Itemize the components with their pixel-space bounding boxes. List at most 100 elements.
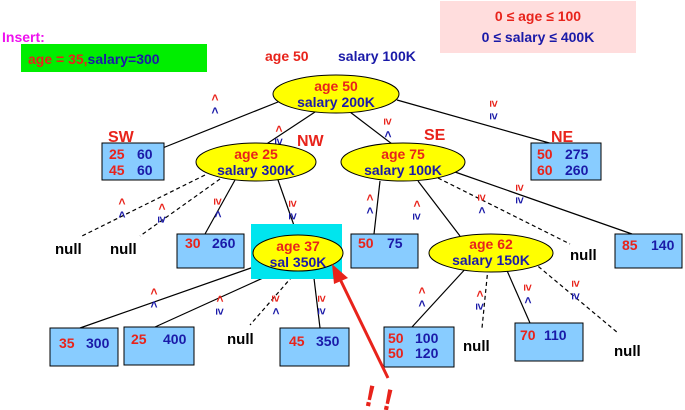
leaf-35-sal: 300 xyxy=(86,335,110,351)
leaf-sw-sal-1: 60 xyxy=(137,146,153,162)
legend-age: age 50 xyxy=(265,48,309,64)
arrow-head xyxy=(332,264,348,284)
edge-root-sw xyxy=(149,99,284,154)
node-se-age: age 75 xyxy=(381,146,425,162)
leaf-45-sal: 350 xyxy=(316,333,340,349)
leaf-35-300: 35 300 xyxy=(49,327,119,367)
cond-n37-l45: ≥≥ xyxy=(315,295,329,315)
null-6: null xyxy=(614,343,641,360)
leaf-85-age: 85 xyxy=(622,237,638,253)
edge-n62-l70 xyxy=(504,265,531,324)
cond-nw-l30: ≥< xyxy=(211,198,225,218)
insert-box xyxy=(21,44,207,72)
cond-n37-null: ≥< xyxy=(269,295,283,315)
node-root: age 50 salary 200K xyxy=(272,74,400,114)
edge-n62-l5050 xyxy=(411,265,469,328)
node-nw-age: age 25 xyxy=(234,146,278,162)
edge-se-l85 xyxy=(454,171,633,235)
node-age-37: age 37 sal 350K xyxy=(252,234,344,272)
leaf-30-sal: 260 xyxy=(212,235,236,251)
leaf-sw: 25 60 45 60 xyxy=(101,142,165,181)
leaf-30-260: 30 260 xyxy=(176,233,245,269)
edge-n37-l45 xyxy=(312,269,321,329)
node-root-salary: salary 200K xyxy=(297,94,375,110)
cond-root-nw: <≥ xyxy=(272,125,286,145)
edges xyxy=(79,99,633,329)
edge-labels: << <≥ ≥< ≥≥ << <≥ ≥< ≥≥ << <≥ ≥< xyxy=(115,94,583,315)
node-37-salary: sal 350K xyxy=(270,254,327,270)
leaf-5050-age-1: 50 xyxy=(388,330,404,346)
cond-se-n62: <≥ xyxy=(410,200,424,220)
null-3: null xyxy=(570,247,597,264)
leaf-70-age: 70 xyxy=(520,327,536,343)
insert-arrow: ! ! xyxy=(332,264,396,410)
quadrant-sw: SW xyxy=(108,129,135,146)
null-2: null xyxy=(110,241,137,258)
cond-se-null: ≥< xyxy=(475,194,489,214)
exclamation-marks: ! ! xyxy=(362,380,397,410)
cond-n62-l70: ≥< xyxy=(521,284,535,304)
insert-label: Insert: xyxy=(2,29,45,45)
leaf-ne-sal-1: 275 xyxy=(565,146,589,162)
age-range: 0 ≤ age ≤ 100 xyxy=(495,8,581,24)
cond-se-l50: << xyxy=(363,194,377,214)
node-se-salary: salary 100K xyxy=(364,162,442,178)
leaf-50-100-120: 50 100 50 120 xyxy=(383,326,455,368)
null-labels: null null null null null null xyxy=(55,241,641,360)
edge-n62-null2 xyxy=(532,261,619,334)
leaf-85-140: 85 140 xyxy=(614,233,683,269)
cond-n62-null2: ≥≥ xyxy=(569,280,583,300)
cond-n37-l25: <≥ xyxy=(213,295,227,315)
quadrant-ne: NE xyxy=(551,129,574,146)
null-edges xyxy=(81,174,619,334)
edge-se-l50 xyxy=(373,180,381,235)
leaf-50-75-age: 50 xyxy=(358,235,374,251)
leaf-50-75-sal: 75 xyxy=(387,235,403,251)
leaf-25-sal: 400 xyxy=(163,331,187,347)
edge-root-ne xyxy=(396,99,561,147)
leaf-50-75: 50 75 xyxy=(350,233,419,269)
null-5: null xyxy=(463,338,490,355)
cond-nw-null2: <≥ xyxy=(155,203,169,223)
edge-nw-null1 xyxy=(81,174,206,237)
legend-salary: salary 100K xyxy=(338,48,416,64)
node-62-salary: salary 150K xyxy=(452,252,530,268)
node-nw-salary: salary 300K xyxy=(217,162,295,178)
leaf-ne: 50 275 60 260 xyxy=(530,142,602,181)
edge-se-n62 xyxy=(417,180,461,237)
leaf-ne-age-2: 60 xyxy=(537,162,553,178)
cond-root-sw: << xyxy=(208,94,222,114)
node-age-62: age 62 salary 150K xyxy=(428,233,554,273)
leaf-ne-age-1: 50 xyxy=(537,146,553,162)
edge-n37-l35 xyxy=(79,261,269,329)
leaf-70-110: 70 110 xyxy=(514,322,584,362)
cond-n37-l35: << xyxy=(147,288,161,308)
cond-se-l85: ≥≥ xyxy=(513,184,527,204)
leaf-85-sal: 140 xyxy=(651,237,675,253)
leaf-sw-sal-2: 60 xyxy=(137,162,153,178)
edge-n62-null1 xyxy=(481,267,489,329)
leaf-5050-sal-1: 100 xyxy=(415,330,439,346)
edge-root-se xyxy=(349,111,397,148)
node-62-age: age 62 xyxy=(469,236,513,252)
leaf-45-350: 45 350 xyxy=(279,327,350,367)
node-se: age 75 salary 100K xyxy=(340,142,466,182)
quadrant-se: SE xyxy=(424,127,446,144)
salary-range: 0 ≤ salary ≤ 400K xyxy=(482,29,595,45)
node-root-age: age 50 xyxy=(314,78,358,94)
cond-n62-null1: <≥ xyxy=(473,290,487,310)
node-37-age: age 37 xyxy=(276,238,320,254)
null-4: null xyxy=(227,331,254,348)
leaf-35-age: 35 xyxy=(59,335,75,351)
cond-nw-null1: << xyxy=(115,198,129,218)
leaf-45-age: 45 xyxy=(289,333,305,349)
cond-root-se: ≥< xyxy=(381,118,395,138)
edge-se-null xyxy=(437,177,571,245)
insert-age: age = 35, xyxy=(28,51,88,67)
range-box xyxy=(440,1,636,53)
insert-query: age = 35,salary=300 xyxy=(28,51,160,67)
leaf-25-400: 25 400 xyxy=(123,326,195,366)
leaf-sw-age-1: 25 xyxy=(109,146,125,162)
edge-nw-null2 xyxy=(139,178,221,237)
